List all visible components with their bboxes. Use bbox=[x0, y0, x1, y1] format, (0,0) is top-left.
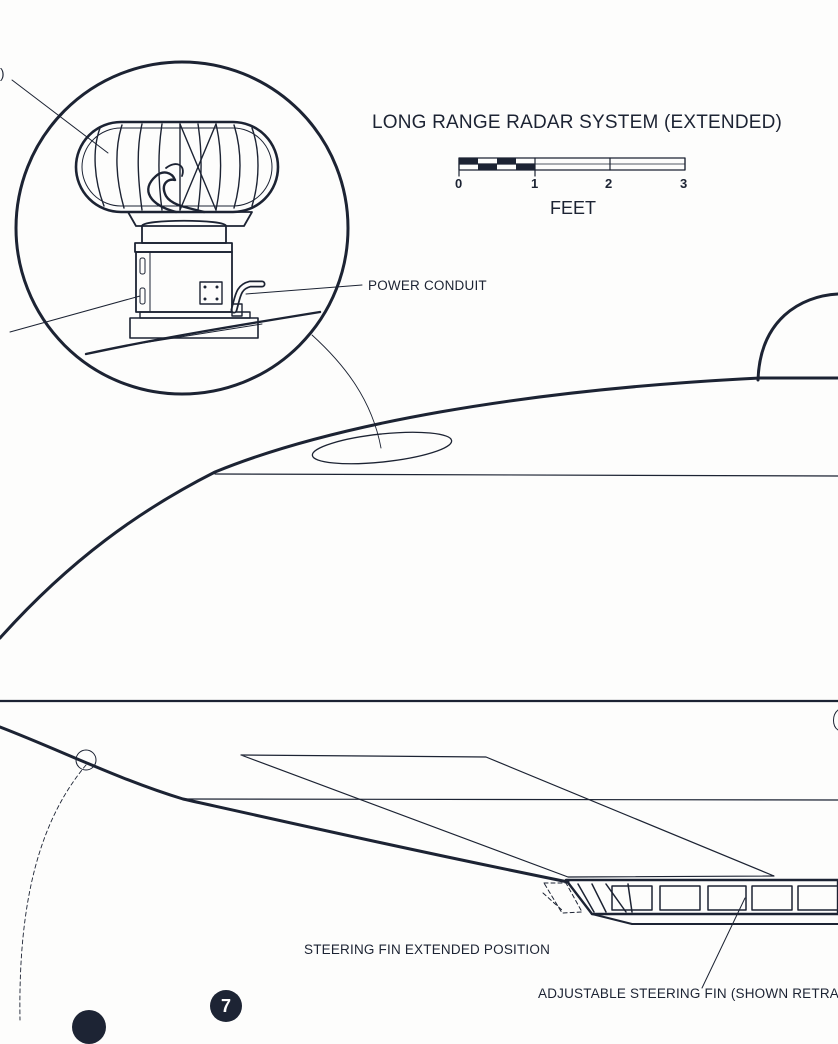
right-edge-arc bbox=[834, 710, 838, 730]
upper-hull-panel-line bbox=[215, 474, 838, 476]
page-number: 7 bbox=[221, 996, 231, 1017]
radar-pedestal-slot-2 bbox=[140, 288, 145, 304]
detail-leader-left bbox=[10, 296, 140, 332]
upper-hull-outline bbox=[0, 378, 838, 638]
detail-hull-inner bbox=[130, 324, 262, 345]
fin-extended-dashed bbox=[544, 883, 582, 913]
radar-dish-inner bbox=[82, 128, 272, 206]
radar-pedestal-slot-1 bbox=[140, 258, 145, 274]
sensor-dome bbox=[758, 294, 838, 380]
steering-fin-segments bbox=[578, 884, 838, 912]
scale-unit-label: FEET bbox=[550, 198, 596, 219]
steering-fin-base bbox=[592, 914, 838, 924]
scale-tick-3: 3 bbox=[680, 176, 687, 191]
left-paren-callout: ) bbox=[0, 66, 5, 81]
adjustable-steering-fin-label: ADJUSTABLE STEERING FIN (SHOWN RETRA bbox=[538, 986, 838, 1001]
diagram-title: LONG RANGE RADAR SYSTEM (EXTENDED) bbox=[372, 112, 782, 134]
fin-extended-leader bbox=[543, 893, 563, 911]
scale-tick-2: 2 bbox=[605, 176, 612, 191]
lower-hull-panel-line bbox=[183, 799, 838, 800]
power-conduit-label: POWER CONDUIT bbox=[368, 278, 487, 293]
steering-fin-extended-label: STEERING FIN EXTENDED POSITION bbox=[304, 942, 550, 957]
radar-pedestal-band bbox=[135, 243, 232, 252]
radar-pedestal-cap bbox=[142, 221, 226, 243]
scale-tick-1: 1 bbox=[531, 176, 538, 191]
detail-leader-arc bbox=[20, 765, 86, 1020]
page-number-badge: 7 bbox=[210, 990, 242, 1022]
access-panel-bolts bbox=[204, 286, 219, 301]
scale-tick-0: 0 bbox=[455, 176, 462, 191]
adjacent-page-badge bbox=[72, 1010, 106, 1044]
detail-view-circle bbox=[16, 62, 348, 394]
scale-bar bbox=[459, 158, 685, 176]
radar-access-panel bbox=[200, 282, 222, 304]
detail-leader-top bbox=[12, 80, 108, 153]
lower-hull-window-panel bbox=[241, 755, 774, 877]
adjustable-fin-leader bbox=[702, 898, 745, 988]
radar-dish bbox=[76, 122, 278, 212]
radar-dish-ribs bbox=[95, 124, 258, 210]
